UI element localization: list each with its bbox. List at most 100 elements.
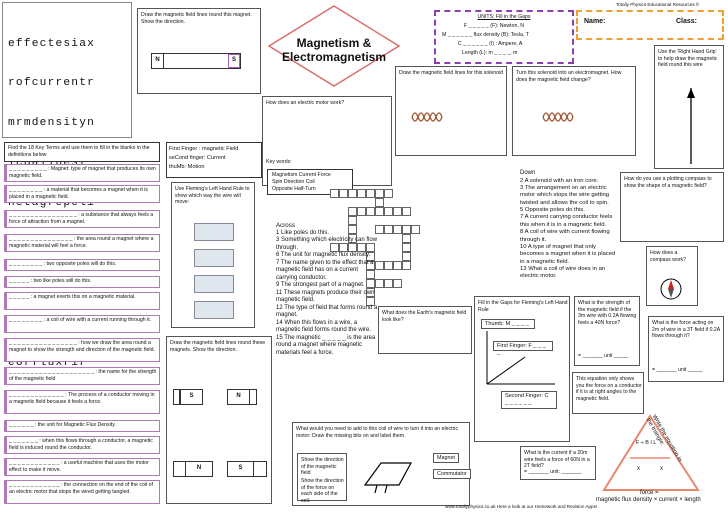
definition-item[interactable]: _ _ _ _ _ _ _ _ : a material that become… [4, 185, 160, 203]
crossword-cell[interactable] [339, 243, 348, 252]
crossword-cell[interactable] [384, 225, 393, 234]
flh-memo-thumb: thuMb: Motion [169, 164, 205, 170]
pole-label [250, 390, 256, 404]
definition-item[interactable]: _ _ _ _ _ _ _ _ _ _ _ _ _ _ _ : the area… [4, 234, 160, 252]
motor-diagram-4[interactable] [194, 301, 234, 319]
across-clue: 9 The strongest part of a magnet. [276, 282, 365, 289]
crossword-cell[interactable] [348, 225, 357, 234]
definition-item[interactable]: _ _ _ _ _ _ _ _ _ _ _ _ _ _ _ _ : how we… [4, 338, 160, 362]
force-question: What is the force acting on 2m of wire i… [652, 320, 720, 339]
crossword-cell[interactable] [384, 261, 393, 270]
current-answer[interactable]: = _______ unit: _______ [524, 469, 582, 475]
compass-question: How do you use a plotting compass to sho… [624, 176, 712, 189]
across-title: Across [276, 222, 295, 229]
option-field-direction[interactable]: Show the direction of the magnetic field [301, 457, 344, 476]
publisher-label: Totally Physics Educational Resources © [616, 2, 700, 7]
definition-item[interactable]: _ _ _ _ _ : two like poles will do this. [4, 276, 160, 288]
bar-magnet[interactable]: S [173, 389, 203, 405]
crossword-cell[interactable] [402, 243, 411, 252]
flh-thumb-field[interactable]: Thumb: M _ _ _ _ [481, 319, 535, 329]
crossword-cell[interactable] [384, 279, 393, 288]
crossword-cell[interactable] [393, 225, 402, 234]
crossword-cell[interactable] [384, 207, 393, 216]
crossword-cell[interactable] [375, 279, 384, 288]
crossword-cell[interactable] [366, 270, 375, 279]
definition-item[interactable]: _ _ _ _ _ _ _ _ _ : Magnet: type of magn… [4, 164, 160, 182]
crossword-cell[interactable] [366, 288, 375, 297]
crossword-cell[interactable] [366, 243, 375, 252]
crossword-cell[interactable] [348, 234, 357, 243]
crossword-cell[interactable] [339, 189, 348, 198]
crossword-cell[interactable] [375, 198, 384, 207]
down-clue: 7 A current carrying conductor feels thi… [520, 214, 613, 228]
crossword-cell[interactable] [366, 252, 375, 261]
crossword-cell[interactable] [348, 216, 357, 225]
two-magnets-instruction: Draw the magnetic field lines round thes… [170, 340, 266, 353]
force-answer[interactable]: = _______ unit _____ [652, 367, 703, 373]
crossword-cell[interactable] [402, 252, 411, 261]
crossword-cell[interactable] [393, 261, 402, 270]
crossword-cell[interactable] [384, 189, 393, 198]
crossword-cell[interactable] [366, 207, 375, 216]
flh-first-field[interactable]: First Finger: F _ _ _ _ [493, 341, 553, 356]
motor-diagram-2[interactable] [194, 249, 234, 267]
crossword-cell[interactable] [348, 207, 357, 216]
crossword-cell[interactable] [366, 297, 375, 306]
crossword-cell[interactable] [366, 189, 375, 198]
crossword-cell[interactable] [357, 243, 366, 252]
name-class-panel: Name: Class: [576, 10, 724, 40]
motor-diagram-1[interactable] [194, 223, 234, 241]
motor-question-panel: How does an electric motor work? Key wor… [262, 96, 392, 195]
crossword-cell[interactable] [402, 225, 411, 234]
definition-item[interactable]: _ _ _ _ _ _ _ _ _ _ _ _ : a useful machi… [4, 458, 160, 476]
crossword-cell[interactable] [402, 207, 411, 216]
crossword-cell[interactable] [375, 225, 384, 234]
strength-answer[interactable]: = _______ unit _____ [578, 353, 629, 359]
definition-item[interactable]: _ _ _ _ _ _ _ _ _ _ _ _ _ _ _ _ : a subs… [4, 210, 160, 228]
bar-magnet[interactable]: N [173, 461, 213, 477]
crossword-cell[interactable] [348, 243, 357, 252]
wire-icon [687, 88, 695, 164]
down-clues: Down 2 A solenoid with an iron core. 3 T… [520, 170, 616, 281]
definition-item[interactable]: _ _ _ _ _ _ _ _ _ _ _ _ : the connection… [4, 480, 160, 504]
crossword-cell[interactable] [375, 207, 384, 216]
down-clue: 3 The arrangement on an electric motor w… [520, 184, 610, 206]
force-question-panel: What is the force acting on 2m of wire i… [648, 316, 724, 382]
definition-item[interactable]: _ _ _ _ _ _ : the unit for Magnetic Flux… [4, 420, 160, 432]
crossword-cell[interactable] [330, 243, 339, 252]
north-pole: N [196, 465, 202, 472]
crossword-cell[interactable] [366, 261, 375, 270]
definition-item[interactable]: _ _ _ _ _ _ _ _ : a coil of wire with a … [4, 315, 160, 333]
motor-diagram-3[interactable] [194, 275, 234, 293]
crossword-cell[interactable] [330, 189, 339, 198]
option-force-direction[interactable]: Show the direction of the force on each … [301, 478, 344, 504]
crossword-cell[interactable] [402, 261, 411, 270]
bar-magnet[interactable]: S [227, 461, 267, 477]
crossword-cell[interactable] [366, 279, 375, 288]
crossword-cell[interactable] [402, 234, 411, 243]
down-clue: 2 A solenoid with an iron core. [520, 177, 599, 184]
current-question: What is the current if a 20m wire feels … [524, 450, 590, 469]
footer-link[interactable]: www.totallyphysics.co.uk Here a look at … [445, 504, 598, 509]
definition-item[interactable]: _ _ _ _ _ _ _ : when this flows through … [4, 436, 160, 454]
crossword-cell[interactable] [393, 207, 402, 216]
pole-label [174, 390, 180, 404]
crossword-cell[interactable] [357, 189, 366, 198]
flh-second-field[interactable]: Second Finger: C _ _ _ _ _ _ [501, 391, 557, 409]
crossword-cell[interactable] [393, 279, 402, 288]
units-title: UNITS: Fill in the Gaps [477, 14, 531, 20]
solenoid-instruction: Draw the magnetic field lines for this s… [399, 70, 504, 76]
crossword-cell[interactable] [375, 261, 384, 270]
crossword-cell[interactable] [357, 207, 366, 216]
definition-item[interactable]: _ _ _ _ _ _ _ _ : two opposite poles wil… [4, 259, 160, 271]
commutator-label: Commutator [433, 469, 471, 480]
definition-item[interactable]: _ _ _ _ _ _ _ _ _ _ _ _ _ _ _ _ _ _ _ _ … [4, 367, 160, 385]
crossword-cell[interactable] [348, 189, 357, 198]
flh-memo-second: seCond finger: Current [169, 155, 226, 161]
definition-item[interactable]: _ _ _ _ _ : a magnet exerts this on a ma… [4, 292, 160, 310]
definition-item[interactable]: _ _ _ _ _ _ _ _ _ _ _ _ _ : The process … [4, 390, 160, 414]
bar-magnet[interactable]: N S [151, 53, 241, 69]
crossword-cell[interactable] [411, 225, 420, 234]
crossword-cell[interactable] [375, 189, 384, 198]
bar-magnet[interactable]: N [227, 389, 257, 405]
